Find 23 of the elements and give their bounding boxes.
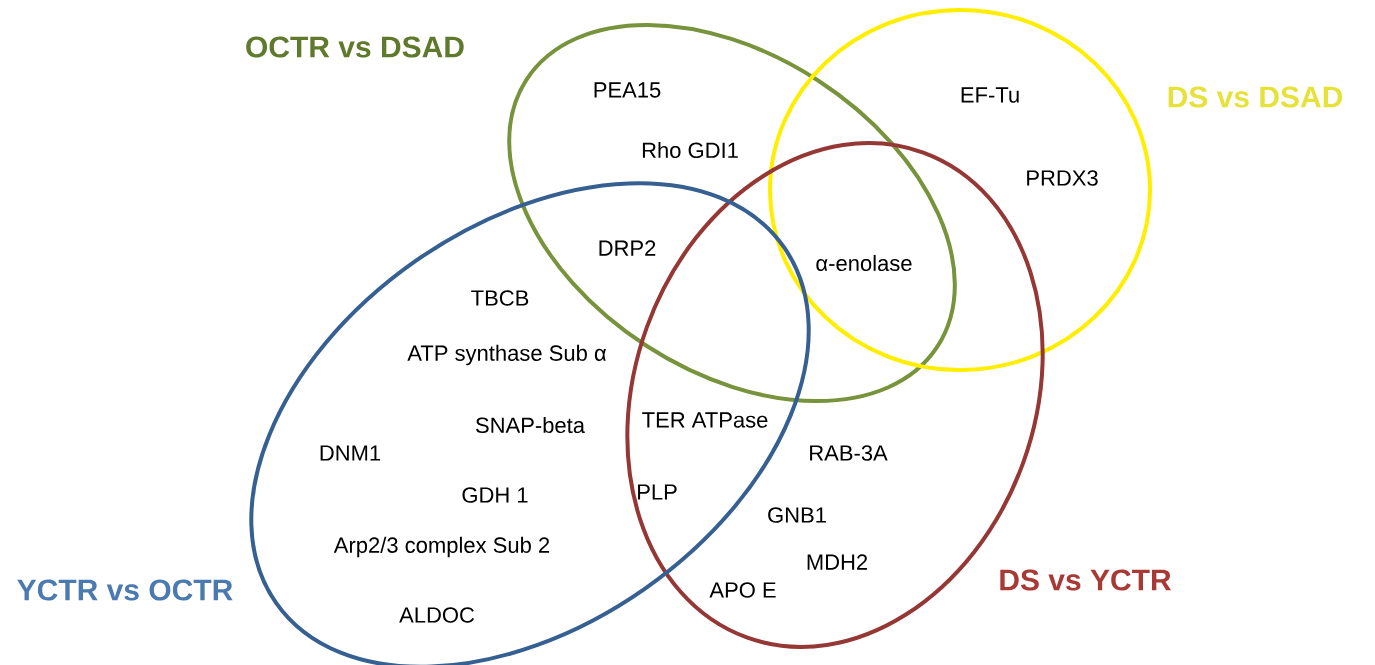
set-title: OCTR vs DSAD [246,36,464,58]
protein-label: RAB-3A [810,445,888,461]
protein-label: TBCB [471,290,529,306]
protein-label: Rho GDI1 [642,141,738,159]
protein-label: TER ATPase [642,412,768,428]
set-title: DS vs YCTR [1000,569,1172,591]
protein-label: ATP synthase Sub α [407,344,607,366]
protein-label: Arp2/3 complex Sub 2 [333,536,550,558]
protein-label: SNAP-beta [476,416,586,434]
protein-label: MDH2 [807,554,868,570]
protein-label: EF-Tu [961,87,1019,103]
set-title: DS vs DSAD [1168,86,1343,108]
protein-label: ALDOC [399,607,475,623]
protein-label: GNB1 [768,507,826,523]
protein-label: APO E [709,582,776,598]
protein-label: α-enolase [816,254,912,272]
protein-label: PRDX3 [1027,170,1098,186]
set-title: YCTR vs OCTR [17,579,233,601]
protein-label: PLP [638,484,677,500]
protein-label: DRP2 [599,240,656,256]
protein-label: GDH 1 [462,487,528,503]
protein-label: DNM1 [320,445,381,461]
protein-label: PEA15 [594,82,661,98]
